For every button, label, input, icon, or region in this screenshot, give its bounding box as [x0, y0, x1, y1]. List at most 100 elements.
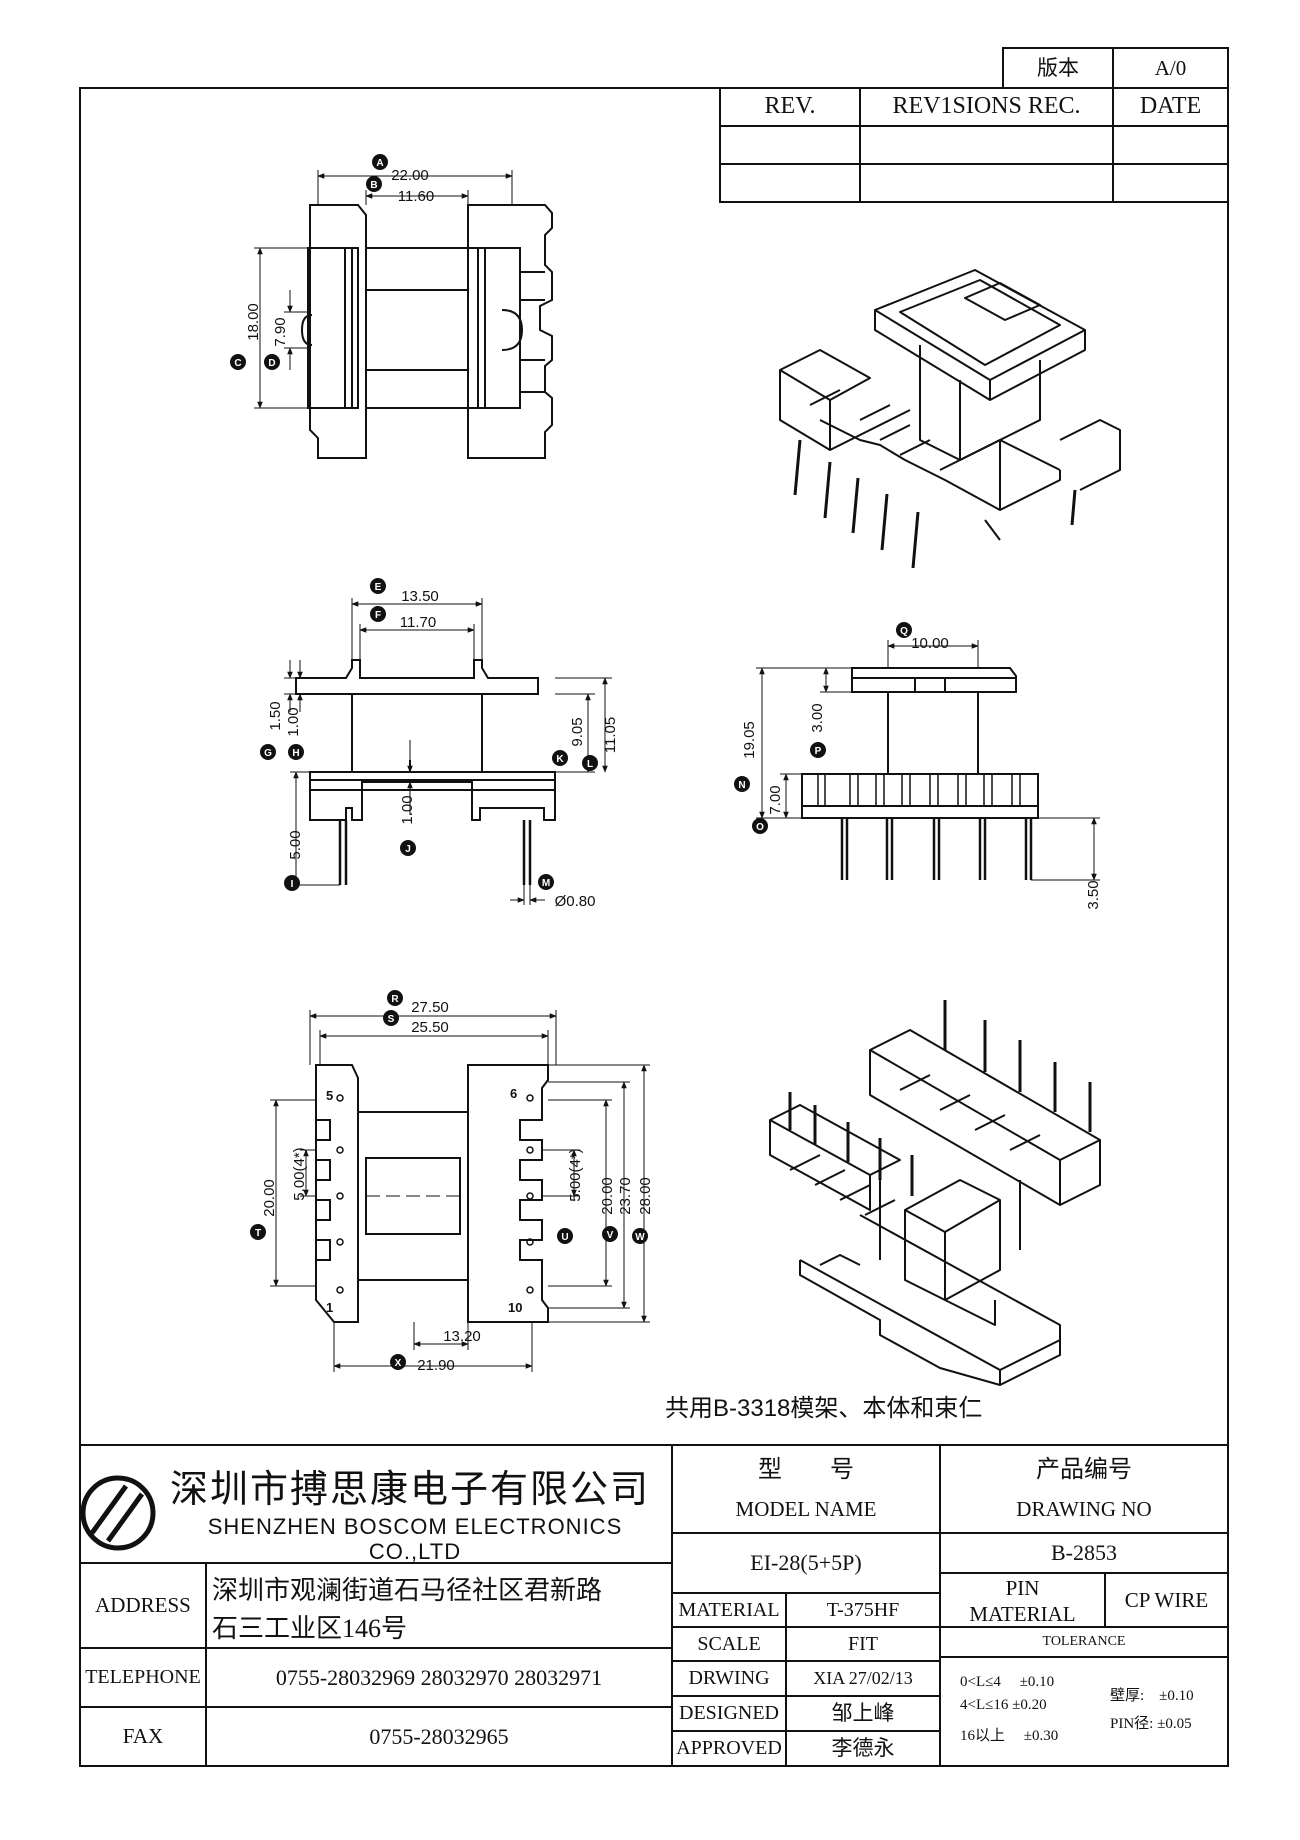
bottom-view	[270, 1010, 650, 1372]
svg-text:22.00: 22.00	[391, 167, 429, 184]
drawing-border	[79, 87, 1229, 1767]
svg-text:G: G	[264, 748, 272, 759]
drwing-value: XIA 27/02/13	[813, 1668, 913, 1689]
svg-text:3.50: 3.50	[1085, 880, 1102, 909]
svg-text:J: J	[405, 844, 411, 855]
svg-text:1.00: 1.00	[399, 795, 416, 824]
model-label-en: MODEL NAME	[735, 1496, 877, 1521]
svg-text:27.50: 27.50	[411, 999, 449, 1016]
svg-text:W: W	[635, 1232, 645, 1243]
company-name-en: SHENZHEN BOSCOM ELECTRONICS CO.,LTD	[207, 1513, 623, 1564]
tolerance-row-2: 4<L≤16 ±0.20	[960, 1697, 1047, 1713]
fax-value: 0755-28032965	[369, 1723, 509, 1749]
rev-header: REV.	[764, 93, 816, 120]
fax-label: FAX	[122, 1724, 164, 1749]
material-value: T-375HF	[826, 1598, 900, 1621]
company-name-cn: 深圳市搏思康电子有限公司	[170, 1469, 651, 1512]
drwing-label: DRWING	[688, 1667, 770, 1689]
svg-text:N: N	[738, 780, 745, 791]
model-label-cn: 型 号	[758, 1457, 854, 1484]
version-value: A/0	[1154, 55, 1187, 80]
svg-text:B: B	[370, 180, 377, 191]
svg-text:V: V	[607, 1230, 614, 1241]
top-view-dimensions: A 22.00 B 11.60 18.00 C 7.90 D	[230, 154, 434, 370]
svg-text:T: T	[255, 1228, 261, 1239]
address-line-2: 石三工业区146号	[212, 1614, 408, 1643]
material-label: MATERIAL	[678, 1598, 780, 1621]
svg-text:21.90: 21.90	[417, 1357, 455, 1374]
scale-value: FIT	[848, 1632, 878, 1655]
svg-text:7.00: 7.00	[767, 785, 784, 814]
svg-text:13.20: 13.20	[443, 1328, 481, 1345]
front-view	[284, 598, 612, 905]
approved-label: APPROVED	[676, 1737, 782, 1759]
revision-table	[719, 87, 1229, 203]
approved-value: 李德永	[831, 1736, 895, 1761]
side-view-dimensions: Q 10.00 19.05 N 3.00 P 7.00 O 3.50	[734, 622, 1102, 910]
svg-text:5.00(4*): 5.00(4*)	[291, 1147, 308, 1200]
top-view	[254, 170, 553, 459]
svg-text:F: F	[375, 610, 381, 621]
svg-text:7.90: 7.90	[272, 317, 289, 346]
bottom-view-dimensions: R 27.50 S 25.50 20.00 T 5.00(4*) 5.00(4*…	[250, 990, 654, 1374]
svg-text:28.00: 28.00	[637, 1177, 654, 1215]
svg-text:L: L	[587, 759, 593, 770]
svg-text:23.70: 23.70	[617, 1177, 634, 1215]
svg-text:20.00: 20.00	[261, 1179, 278, 1217]
svg-text:5.00: 5.00	[287, 830, 304, 859]
svg-text:K: K	[556, 754, 564, 765]
svg-text:U: U	[561, 1232, 568, 1243]
title-block	[80, 1444, 1228, 1766]
date-header: DATE	[1139, 93, 1202, 120]
telephone-value: 0755-28032969 28032970 28032971	[275, 1664, 603, 1690]
svg-text:11.70: 11.70	[400, 614, 436, 631]
side-view	[756, 640, 1100, 881]
svg-text:5: 5	[326, 1088, 333, 1103]
svg-text:1: 1	[326, 1300, 333, 1315]
svg-text:P: P	[815, 746, 822, 757]
address-label: ADDRESS	[95, 1593, 191, 1618]
scale-label: SCALE	[697, 1632, 761, 1655]
tolerance-row-1: 0<L≤4 ±0.10	[960, 1674, 1055, 1690]
svg-text:1.00: 1.00	[285, 707, 302, 736]
isometric-view-top	[779, 269, 1121, 569]
svg-text:I: I	[291, 879, 294, 890]
svg-text:O: O	[756, 822, 764, 833]
address-line-1: 深圳市观澜街道石马径社区君新路	[212, 1576, 603, 1605]
model-value: EI-28(5+5P)	[750, 1550, 862, 1576]
svg-text:9.05: 9.05	[569, 717, 586, 746]
svg-text:M: M	[542, 878, 550, 889]
designed-label: DESIGNED	[679, 1702, 779, 1724]
svg-text:13.50: 13.50	[401, 588, 439, 605]
drawing-no-value: B-2853	[1051, 1540, 1117, 1566]
pin-material-value: CP WIRE	[1124, 1587, 1209, 1612]
svg-text:20.00: 20.00	[599, 1177, 616, 1215]
company-logo-icon	[80, 1475, 156, 1551]
svg-text:11.60: 11.60	[398, 188, 434, 205]
drawing-no-label-cn: 产品编号	[1036, 1457, 1132, 1484]
pin-diameter-tolerance: PIN径: ±0.05	[1110, 1716, 1192, 1732]
tolerance-title: TOLERANCE	[1042, 1633, 1126, 1649]
tolerance-row-3: 16以上 ±0.30	[960, 1728, 1059, 1744]
isometric-view-bottom	[769, 1000, 1101, 1386]
svg-text:18.00: 18.00	[245, 303, 262, 341]
svg-text:10.00: 10.00	[911, 635, 949, 652]
version-label: 版本	[1037, 55, 1079, 80]
svg-text:5.00(4*): 5.00(4*)	[567, 1148, 584, 1201]
svg-text:1.50: 1.50	[267, 701, 284, 730]
front-view-dimensions: E 13.50 F 11.70 1.50 G 1.00 H 5.00 I 1.0…	[260, 578, 619, 910]
svg-text:6: 6	[510, 1086, 517, 1101]
svg-text:D: D	[268, 358, 275, 369]
svg-text:A: A	[376, 158, 383, 169]
telephone-label: TELEPHONE	[85, 1666, 201, 1688]
svg-text:10: 10	[508, 1300, 522, 1315]
svg-text:S: S	[388, 1014, 395, 1025]
pin-label: PIN	[1005, 1575, 1040, 1600]
svg-text:X: X	[395, 1358, 402, 1369]
shared-mold-note: 共用B-3318模架、本体和束仁	[665, 1395, 983, 1422]
svg-text:11.05: 11.05	[602, 717, 619, 753]
pin-material-label: MATERIAL	[969, 1601, 1076, 1626]
svg-text:R: R	[391, 994, 399, 1005]
svg-text:Q: Q	[900, 626, 908, 637]
